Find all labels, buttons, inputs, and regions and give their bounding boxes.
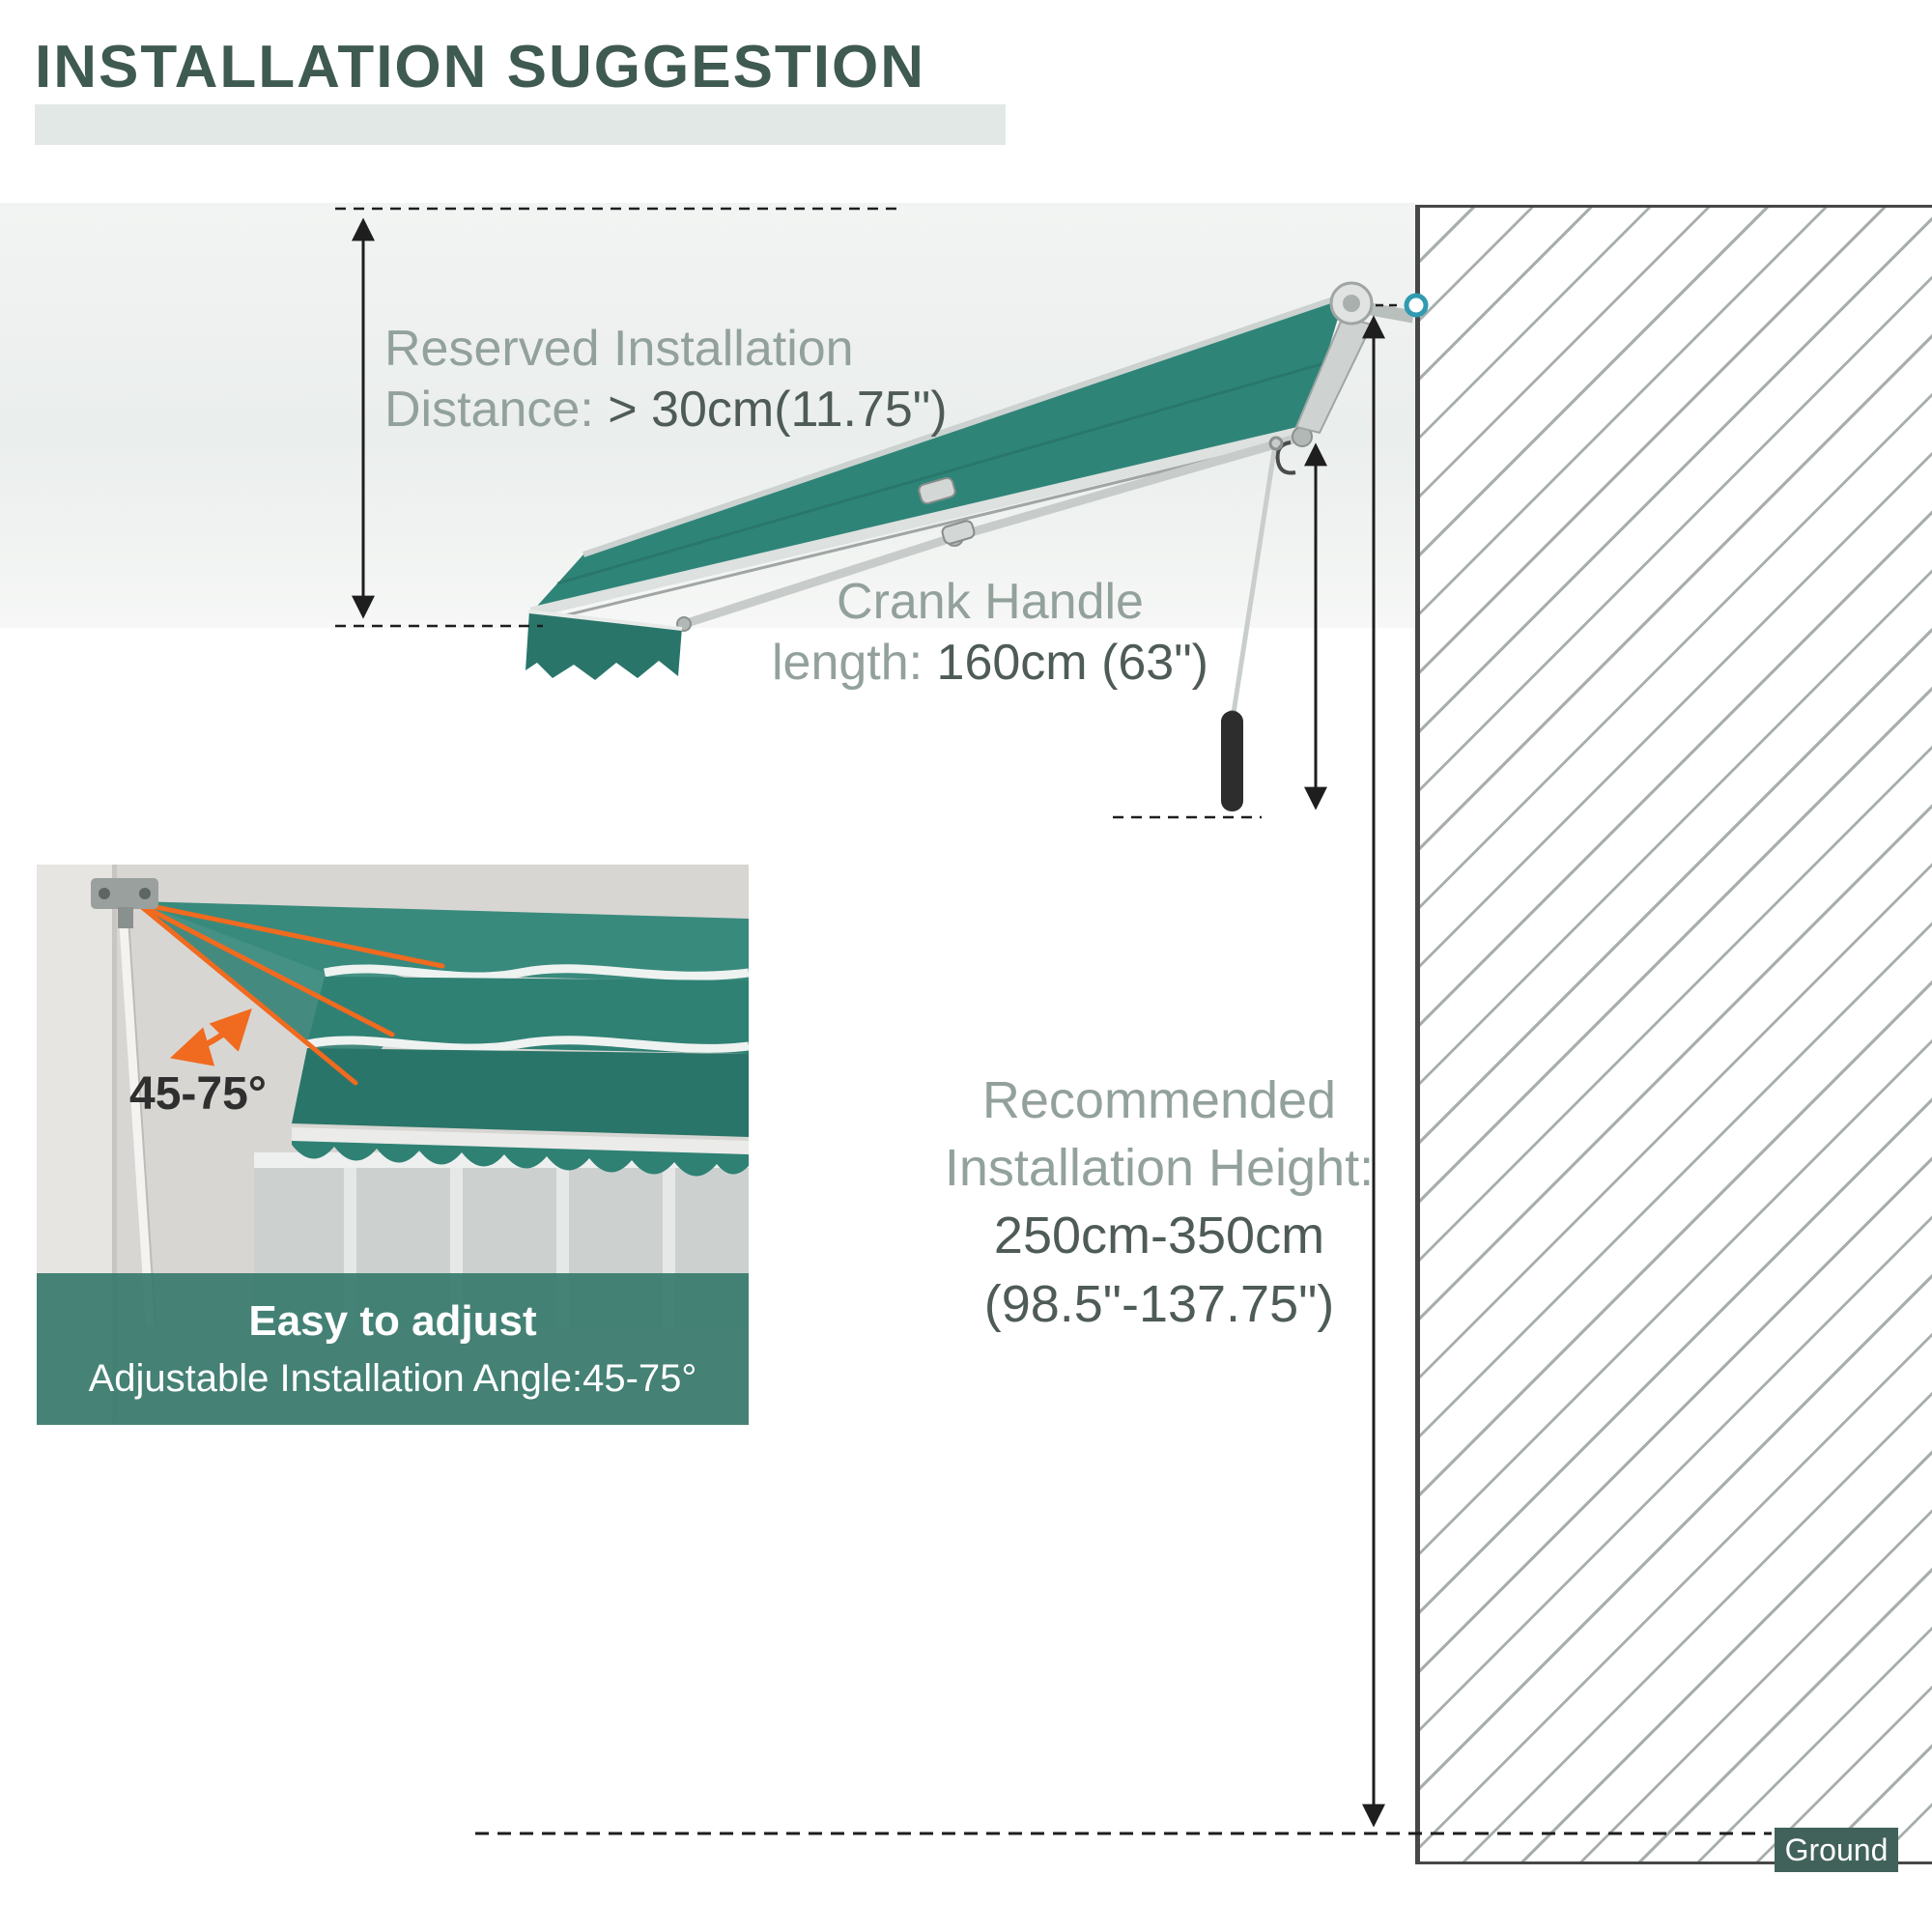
install-height-label: Recommended Installation Height: 250cm-3… xyxy=(944,1071,1375,1333)
crank-handle-grip xyxy=(1221,711,1243,811)
angle-lines xyxy=(134,900,445,1086)
reserved-distance-label: Reserved Installation Distance: > 30cm(1… xyxy=(384,321,948,439)
crank-length-label: Crank Handle length: 160cm (63") xyxy=(771,574,1209,692)
wall-edge-shadow xyxy=(112,865,117,1425)
adjustable-angle-subtitle: Adjustable Installation Angle:45-75° xyxy=(88,1357,697,1400)
easy-to-adjust-title: Easy to adjust xyxy=(248,1297,537,1345)
wall-hatch xyxy=(1415,205,1932,1864)
ground-badge: Ground xyxy=(1775,1828,1898,1872)
mount-bracket xyxy=(91,878,158,928)
title-underline-band xyxy=(35,104,1006,145)
awning-front xyxy=(137,901,749,1177)
angle-arc xyxy=(169,1008,252,1066)
angle-range-label: 45-75° xyxy=(129,1068,267,1120)
crank-pole xyxy=(119,918,156,1327)
angle-adjust-inset: 45-75° Easy to adjust Adjustable Install… xyxy=(37,865,749,1425)
inset-caption-band: Easy to adjust Adjustable Installation A… xyxy=(37,1273,749,1425)
page-title: INSTALLATION SUGGESTION xyxy=(35,34,926,100)
